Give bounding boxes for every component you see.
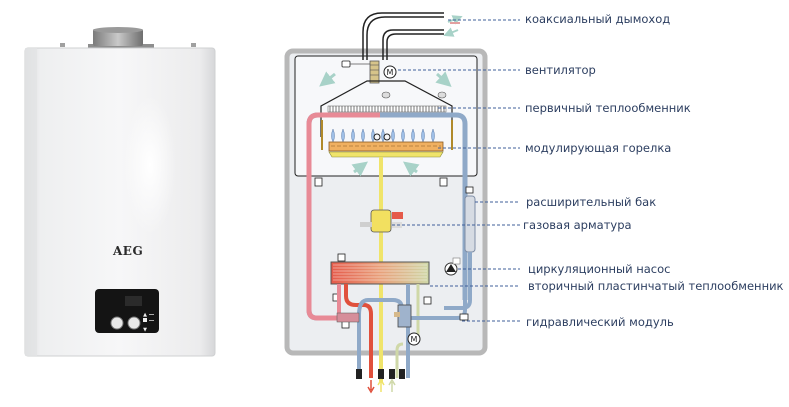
left-knob[interactable]	[110, 316, 124, 330]
outlet-arrows	[367, 378, 396, 394]
label-coaxial-flue: коаксиальный дымоход	[525, 12, 671, 26]
flame-icon	[421, 128, 425, 143]
panel-down-symbol[interactable]: ▼	[143, 327, 147, 333]
flame-icon	[411, 128, 415, 143]
flue-collar	[60, 27, 196, 48]
combustion-hood	[320, 80, 453, 137]
boiler-schematic: M	[260, 0, 789, 403]
pressure-switch-icon	[341, 60, 351, 68]
flame-icon	[391, 128, 395, 143]
hot-flow-pipe	[306, 112, 340, 321]
hot-water-out-arrow-icon	[367, 380, 375, 394]
flame-icon	[401, 128, 405, 143]
coaxial-flue-pipe	[362, 12, 444, 60]
flame-icon	[331, 128, 335, 143]
flame-icon	[351, 128, 355, 143]
intake-arrow-icon	[443, 27, 459, 37]
label-fan: вентилятор	[525, 63, 596, 77]
flame-icon	[361, 128, 365, 143]
label-secondary-plate-heat-exchanger: вторичный пластинчатый теплообменник	[528, 279, 784, 293]
circulation-pump	[444, 257, 461, 276]
boiler-illustration: ▲ ▼	[24, 27, 216, 357]
cold-water-in-arrow-icon	[388, 378, 396, 392]
label-primary-heat-exchanger: первичный теплообменник	[525, 101, 691, 115]
secondary-plate-heat-exchanger	[330, 261, 430, 285]
control-panel: ▲ ▼	[95, 289, 159, 333]
bottom-connectors	[356, 369, 405, 379]
label-modulating-burner: модулирующая горелка	[525, 141, 672, 155]
fan: M	[341, 60, 397, 84]
label-circulation-pump: циркуляционный насос	[528, 262, 671, 276]
temperature-sensors	[314, 177, 448, 329]
schematic-svg: M	[284, 12, 520, 394]
hydraulic-module: M	[394, 304, 469, 346]
leader-lines	[392, 19, 520, 322]
flame-icon	[431, 128, 435, 143]
label-gas-valve: газовая арматура	[523, 218, 632, 232]
primary-heat-exchanger	[327, 105, 447, 113]
panel-up-symbol[interactable]: ▲	[143, 312, 147, 318]
label-hydraulic-module: гидравлический модуль	[526, 315, 674, 329]
hydraulic-motor-symbol: M	[411, 335, 418, 344]
fan-motor-symbol: M	[387, 68, 394, 77]
right-knob[interactable]	[127, 316, 141, 330]
expansion-tank	[444, 186, 476, 310]
airflow-arrows	[319, 71, 452, 177]
modulating-burner	[321, 120, 453, 158]
brand-logo: AEG	[113, 244, 144, 258]
boiler-photo: ▲ ▼ AEG	[0, 0, 260, 403]
panel-button	[143, 318, 147, 322]
hydraulic-motor-icon	[407, 332, 421, 346]
heating-circuit-pipes	[306, 112, 468, 321]
label-expansion-tank: расширительный бак	[526, 195, 657, 209]
fan-motor-icon	[383, 65, 397, 79]
boiler-body	[24, 47, 216, 357]
display-screen	[125, 296, 142, 306]
gas-in-arrow-icon	[377, 378, 385, 392]
flame-icon	[341, 128, 345, 143]
